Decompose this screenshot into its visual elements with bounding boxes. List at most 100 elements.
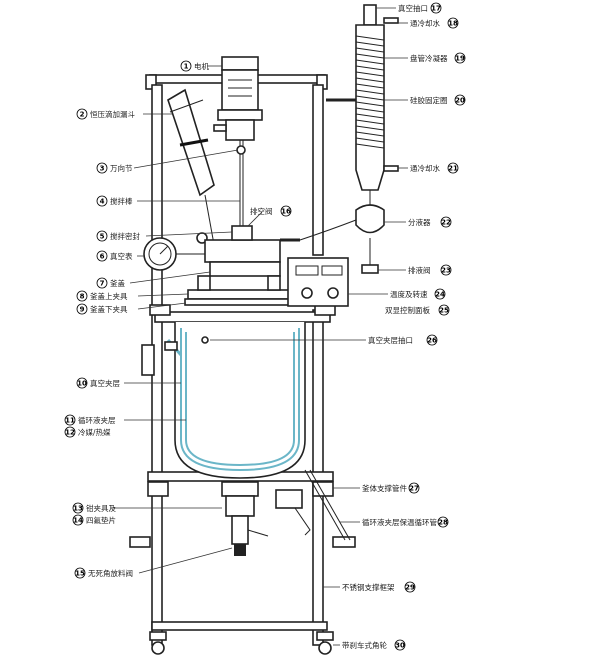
callout-24-number: 24 (435, 291, 445, 299)
callout-21-number: 21 (448, 165, 458, 173)
callout-23-label: 排液阀 (408, 265, 431, 275)
callout-18-label: 通冷却水 (410, 18, 440, 28)
dropping-funnel (167, 88, 216, 251)
callout-24-label: 温度及转速 (390, 289, 428, 299)
callout-19-label: 盘管冷凝器 (410, 53, 448, 63)
callout-9: 9 釜盖下夹具 (76, 302, 187, 315)
vacuum-gauge (143, 237, 205, 271)
callout-25: 双显控制面板 25 (385, 304, 450, 316)
callouts-left: 1 电机 2 恒压滴加漏斗 3 万向节 4 搅拌棒 5 搅拌 (64, 60, 240, 579)
callout-7-label: 釜盖 (110, 278, 125, 288)
callout-3-number: 3 (100, 165, 105, 173)
callout-19-number: 19 (455, 55, 465, 63)
callout-2-label: 恒压滴加漏斗 (90, 109, 135, 119)
callout-20-number: 20 (455, 97, 465, 105)
callout-7: 7 釜盖 (96, 271, 211, 289)
callout-10-number: 10 (77, 380, 87, 388)
callout-22: 分液器 22 (384, 216, 452, 228)
callout-11-number: 11 (65, 417, 75, 425)
callout-27-label: 釜体支撑管件 (362, 483, 407, 493)
callout-29-number: 29 (405, 584, 415, 592)
callout-20: 硅胶固定圈 20 (384, 94, 466, 106)
coil-condenser (280, 4, 399, 274)
callout-5-label: 搅拌密封 (110, 231, 140, 241)
callout-15-number: 15 (75, 570, 85, 578)
callout-3-label: 万向节 (110, 163, 133, 173)
callouts-right: 排空阀 16 真空抽口 17 通冷却水 18 盘管冷凝器 19 硅胶固定 (210, 2, 466, 651)
callout-17: 真空抽口 17 (376, 2, 442, 14)
callout-16: 排空阀 16 (247, 205, 292, 227)
motor (213, 56, 263, 240)
callout-1-number: 1 (184, 63, 189, 71)
callout-20-label: 硅胶固定圈 (410, 95, 448, 105)
callout-5: 5 搅拌密封 (96, 230, 233, 242)
callout-26: 真空夹层抽口 26 (210, 334, 438, 346)
callout-10: 10 真空夹层 (76, 377, 181, 389)
callout-6-label: 真空表 (110, 251, 133, 261)
callout-8-label: 釜盖上夹具 (90, 291, 128, 301)
callout-28-number: 28 (438, 519, 448, 527)
callout-6: 6 真空表 (96, 250, 144, 262)
callout-14-number: 14 (73, 517, 83, 525)
callout-17-number: 17 (431, 5, 441, 13)
callout-12-label: 冷媒/热媒 (78, 427, 111, 437)
callout-22-number: 22 (441, 219, 451, 227)
callout-25-number: 25 (439, 307, 449, 315)
callout-11: 11 循环液夹层 (64, 414, 186, 426)
callout-4-number: 4 (100, 198, 105, 206)
callout-9-number: 9 (80, 306, 85, 314)
callout-29: 不锈钢支撑框架 29 (323, 581, 416, 593)
callout-30-label: 带刹车式角轮 (342, 640, 387, 650)
callout-14-label: 四氟垫片 (86, 515, 116, 525)
control-panel (287, 257, 349, 307)
callout-26-number: 26 (427, 337, 437, 345)
callout-23-number: 23 (441, 267, 451, 275)
callout-1: 1 电机 (180, 60, 222, 72)
callout-9-label: 釜盖下夹具 (90, 304, 128, 314)
callout-6-number: 6 (100, 253, 105, 261)
callout-22-label: 分液器 (408, 217, 431, 227)
callout-5-number: 5 (100, 233, 105, 241)
callout-1-label: 电机 (194, 61, 209, 71)
callout-19: 盘管冷凝器 19 (384, 52, 466, 64)
callout-2: 2 恒压滴加漏斗 (76, 108, 172, 120)
callout-25-label: 双显控制面板 (385, 305, 430, 315)
callout-8-number: 8 (80, 293, 85, 301)
callout-10-label: 真空夹层 (90, 378, 120, 388)
callout-15: 15 无死角放料阀 (74, 547, 233, 579)
callout-21: 通冷却水 21 (398, 162, 459, 174)
callout-28: 循环液夹层保温循环管 28 (340, 516, 449, 528)
callout-30: 带刹车式角轮 30 (333, 639, 406, 651)
reactor-vessel (164, 322, 351, 556)
callout-30-number: 30 (395, 642, 405, 650)
callout-23: 排液阀 23 (378, 264, 452, 276)
callout-28-label: 循环液夹层保温循环管 (362, 517, 437, 527)
callout-3: 3 万向节 (96, 149, 239, 174)
callout-13: 13 钳夹具及 (72, 502, 222, 514)
callout-17-label: 真空抽口 (398, 3, 428, 13)
callout-8: 8 釜盖上夹具 (76, 290, 189, 302)
callout-2-number: 2 (80, 111, 85, 119)
callout-13-number: 13 (73, 505, 83, 513)
callout-7-number: 7 (100, 280, 105, 288)
callout-27-number: 27 (409, 485, 419, 493)
callout-18-number: 18 (448, 20, 458, 28)
reactor-lid (184, 225, 298, 306)
callout-11-label: 循环液夹层 (78, 415, 116, 425)
callout-12-number: 12 (65, 429, 75, 437)
callout-15-label: 无死角放料阀 (88, 568, 133, 578)
callout-18: 通冷却水 18 (398, 17, 459, 29)
callout-21-label: 通冷却水 (410, 163, 440, 173)
callout-13-label: 钳夹具及 (86, 503, 116, 513)
callout-14: 14 四氟垫片 (72, 514, 116, 526)
callout-29-label: 不锈钢支撑框架 (342, 582, 395, 592)
steel-frame (129, 74, 356, 655)
callout-12: 12 冷媒/热媒 (64, 426, 111, 438)
callout-27: 釜体支撑管件 27 (333, 482, 420, 494)
callout-4-label: 搅拌棒 (110, 196, 133, 206)
callout-26-label: 真空夹层抽口 (368, 335, 413, 345)
callout-16-number: 16 (281, 208, 291, 216)
callout-24: 温度及转速 24 (348, 288, 446, 300)
callout-16-label: 排空阀 (250, 206, 273, 216)
